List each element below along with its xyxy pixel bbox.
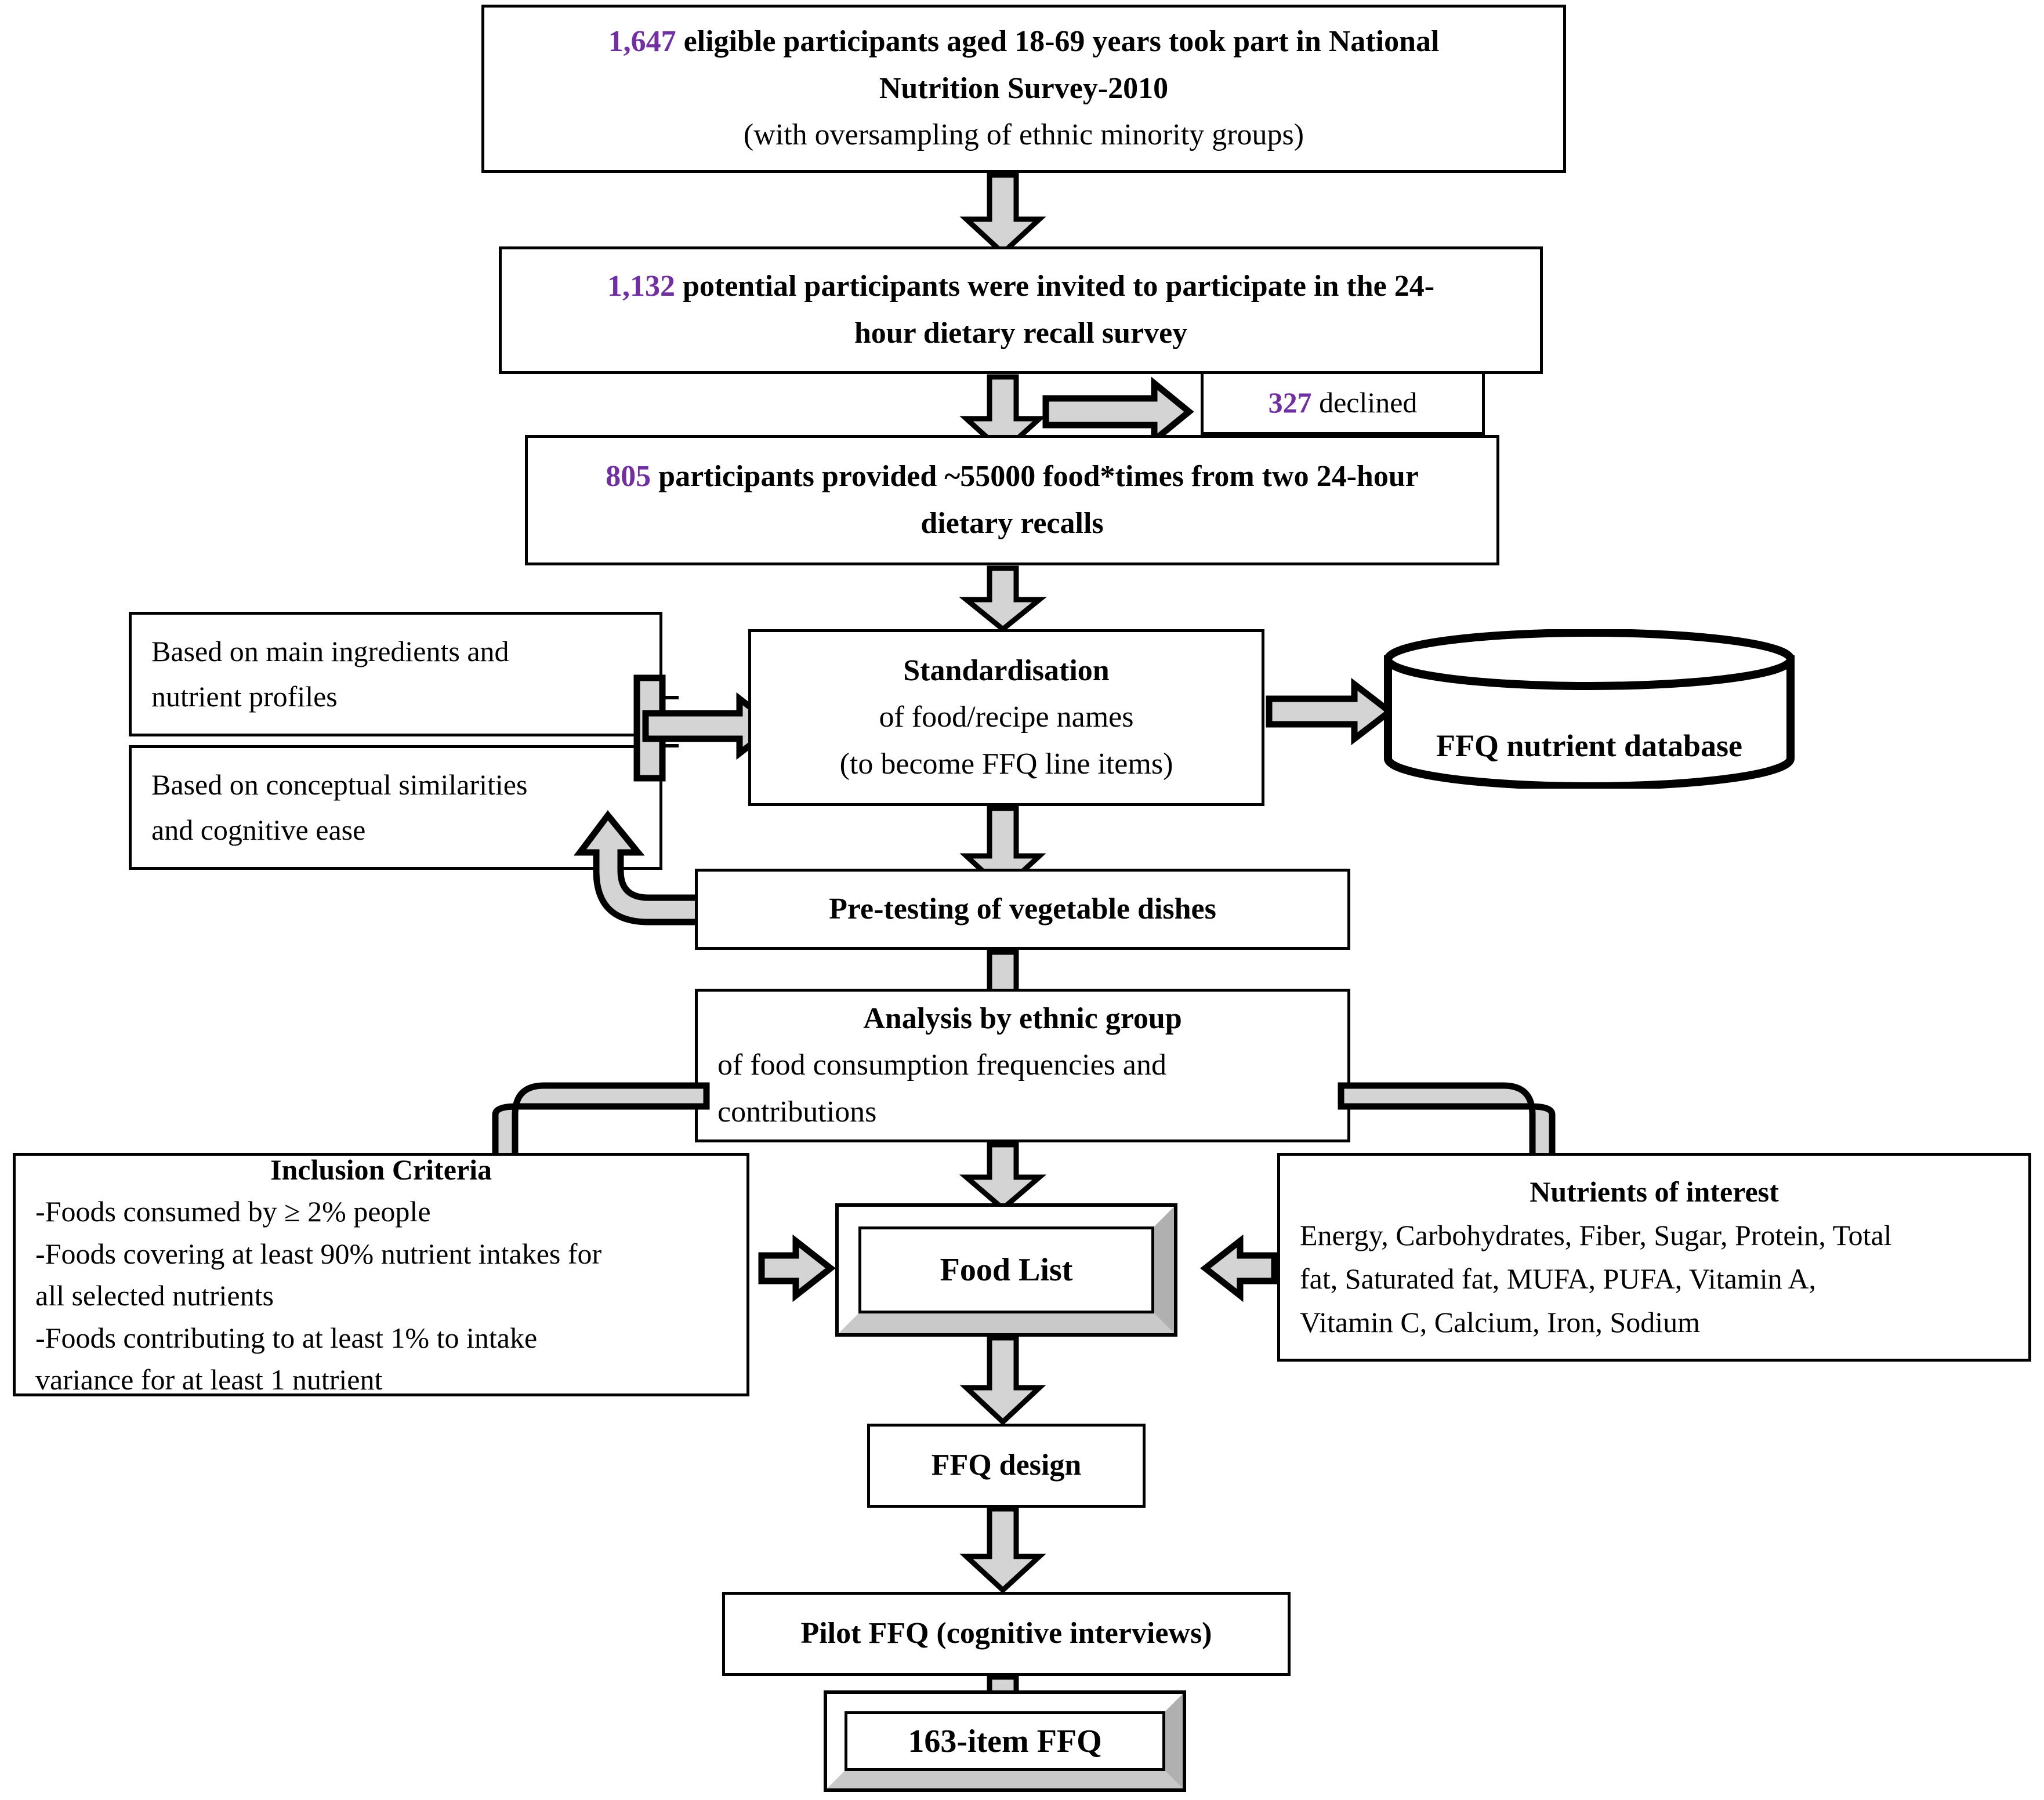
node-nutrients-of-interest: Nutrients of interest Energy, Carbohydra… (1277, 1153, 2031, 1362)
pilot-ffq-label: Pilot FFQ (cognitive interviews) (800, 1617, 1212, 1650)
node-declined: 327 declined (1201, 371, 1485, 435)
final-ffq-label: 163-item FFQ (908, 1723, 1102, 1759)
down-arrow-icon (959, 1142, 1047, 1212)
right-arrow-icon (1042, 376, 1194, 447)
provided-recalls-line2: dietary recalls (920, 506, 1104, 540)
food-list-bevel-bottom (839, 1313, 1174, 1333)
food-list-label: Food List (940, 1252, 1073, 1288)
analysis-line2: of food consumption frequencies and (717, 1048, 1167, 1082)
criteria-ingredients-line2: nutrient profiles (151, 680, 338, 713)
nutrients-of-interest-line1: Energy, Carbohydrates, Fiber, Sugar, Pro… (1300, 1219, 1892, 1251)
standardisation-heading: Standardisation (903, 654, 1110, 687)
pre-testing-label: Pre-testing of vegetable dishes (829, 892, 1216, 926)
invited-participants-line2: hour dietary recall survey (854, 317, 1188, 350)
invited-participants-line1-rest: potential participants were invited to p… (675, 270, 1435, 303)
criteria-conceptual-line2: and cognitive ease (151, 813, 366, 846)
standardisation-line2: of food/recipe names (879, 701, 1134, 734)
node-provided-recalls: 805 participants provided ~55000 food*ti… (525, 435, 1499, 565)
node-ffq-nutrient-database: FFQ nutrient database (1383, 629, 1795, 789)
inclusion-criteria-heading: Inclusion Criteria (270, 1153, 492, 1186)
node-ffq-design: FFQ design (867, 1424, 1146, 1508)
nutrients-of-interest-line2: fat, Saturated fat, MUFA, PUFA, Vitamin … (1300, 1262, 1816, 1295)
ffq-design-label: FFQ design (931, 1449, 1082, 1482)
inclusion-criteria-item-0: -Foods consumed by ≥ 2% people (35, 1195, 431, 1228)
declined-label: declined (1311, 386, 1418, 419)
down-arrow-icon (959, 1506, 1046, 1594)
inclusion-criteria-item-3: -Foods contributing to at least 1% to in… (35, 1321, 538, 1354)
food-list-bevel-right (1154, 1207, 1174, 1333)
eligible-participants-line1-rest: eligible participants aged 18-69 years t… (676, 25, 1440, 59)
declined-text: 327 declined (1223, 380, 1462, 426)
criteria-conceptual-line1: Based on conceptual similarities (151, 768, 528, 801)
final-ffq-bevel-left (827, 1694, 845, 1788)
provided-recalls-number: 805 (606, 459, 651, 493)
final-ffq-bevel-right (1165, 1694, 1183, 1788)
node-criteria-conceptual: Based on conceptual similarities and cog… (129, 745, 662, 870)
inclusion-criteria-item-2: all selected nutrients (35, 1279, 274, 1312)
elbow-arrow-icon (574, 806, 731, 939)
criteria-ingredients-line1: Based on main ingredients and (151, 635, 509, 667)
food-list-label-wrap: Food List (858, 1226, 1154, 1313)
right-arrow-icon (1266, 677, 1396, 746)
final-ffq-label-wrap: 163-item FFQ (845, 1711, 1165, 1771)
provided-recalls-line1-rest: participants provided ~55000 food*times … (651, 459, 1419, 493)
eligible-participants-number: 1,647 (608, 25, 676, 59)
food-list-bevel-top (839, 1207, 1174, 1226)
node-analysis: Analysis by ethnic group of food consump… (695, 989, 1350, 1142)
final-ffq-bevel-top (827, 1694, 1183, 1711)
final-ffq-bevel-bottom (827, 1771, 1183, 1788)
node-food-list: Food List (835, 1203, 1177, 1337)
eligible-participants-line1: 1,647 eligible participants aged 18-69 y… (504, 19, 1543, 66)
provided-recalls-line1: 805 participants provided ~55000 food*ti… (548, 453, 1477, 500)
right-arrow-icon (758, 1234, 836, 1302)
node-pilot-ffq: Pilot FFQ (cognitive interviews) (722, 1592, 1291, 1676)
node-pre-testing: Pre-testing of vegetable dishes (695, 869, 1350, 950)
left-arrow-icon (1200, 1234, 1278, 1302)
eligible-participants-line2: Nutrition Survey-2010 (879, 71, 1169, 105)
inclusion-criteria-item-1: -Foods covering at least 90% nutrient in… (35, 1237, 602, 1270)
invited-participants-number: 1,132 (607, 270, 675, 303)
analysis-heading: Analysis by ethnic group (863, 1001, 1182, 1035)
inclusion-criteria-item-4: variance for at least 1 nutrient (35, 1363, 383, 1396)
node-criteria-ingredients: Based on main ingredients and nutrient p… (129, 612, 662, 736)
node-eligible-participants: 1,647 eligible participants aged 18-69 y… (481, 5, 1566, 173)
down-arrow-icon (959, 1335, 1046, 1426)
down-arrow-icon (959, 172, 1046, 257)
node-final-ffq: 163-item FFQ (824, 1690, 1186, 1792)
analysis-line3: contributions (717, 1095, 877, 1128)
down-arrow-icon (959, 565, 1047, 633)
eligible-participants-line3: (with oversampling of ethnic minority gr… (743, 118, 1304, 152)
ffq-nutrient-database-label: FFQ nutrient database (1436, 728, 1742, 763)
declined-number: 327 (1268, 386, 1312, 419)
node-invited-participants: 1,132 potential participants were invite… (499, 246, 1543, 374)
invited-participants-line1: 1,132 potential participants were invite… (521, 263, 1520, 310)
node-standardisation: Standardisation of food/recipe names (to… (748, 629, 1264, 806)
nutrients-of-interest-heading: Nutrients of interest (1530, 1175, 1779, 1208)
food-list-bevel-left (839, 1207, 858, 1333)
standardisation-line3: (to become FFQ line items) (839, 747, 1173, 781)
node-inclusion-criteria: Inclusion Criteria -Foods consumed by ≥ … (13, 1153, 749, 1396)
nutrients-of-interest-line3: Vitamin C, Calcium, Iron, Sodium (1300, 1306, 1701, 1338)
